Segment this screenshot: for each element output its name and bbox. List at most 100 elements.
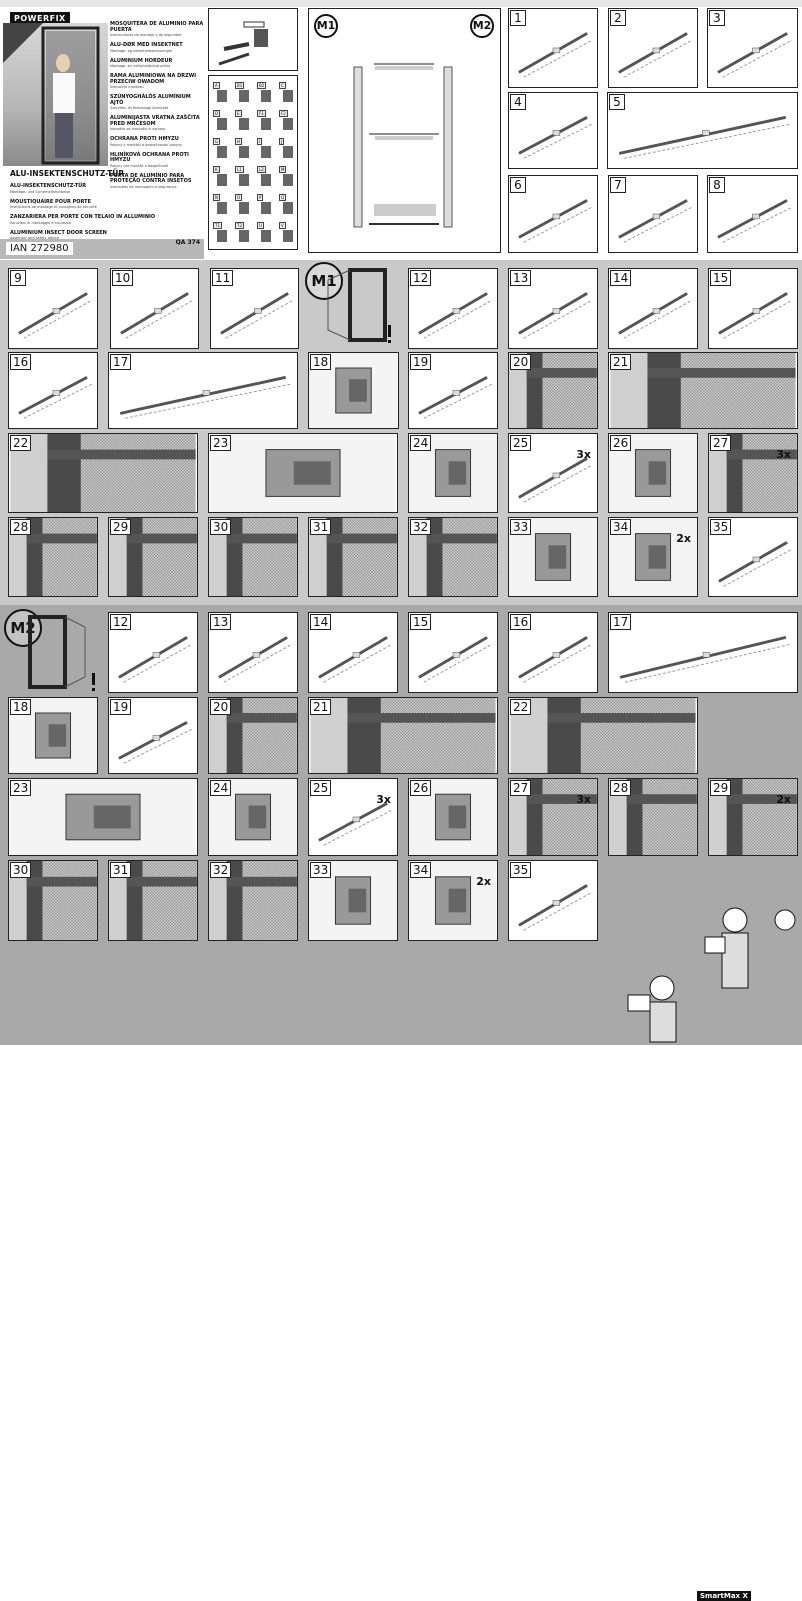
model-number: QA 374 <box>175 239 200 246</box>
step-number: 33 <box>510 519 532 535</box>
step-illustration <box>509 353 597 428</box>
step-illustration <box>118 636 193 683</box>
step-number: 21 <box>610 354 632 370</box>
language-title: ALUMINIUM HORDEUR <box>110 57 173 64</box>
step-panel: 11 <box>210 268 299 349</box>
quantity-label: 3x <box>576 448 591 461</box>
language-title: ALUMINIJASTA VRATNA ZAŠČITA PRED MRČESOM <box>110 115 200 127</box>
part-illustration <box>283 230 293 242</box>
step-illustration <box>518 199 593 243</box>
step-number: 13 <box>210 614 232 630</box>
step-panel: 22 <box>8 433 198 513</box>
step-illustration <box>618 115 791 159</box>
step-panel: 13 <box>208 612 298 693</box>
step-number: 19 <box>110 699 132 715</box>
step-illustration <box>709 434 797 512</box>
step-illustration <box>10 779 196 855</box>
step-number: 12 <box>110 614 132 630</box>
step-panel: 4 <box>508 92 598 169</box>
part-illustration <box>239 90 249 102</box>
step-number: 29 <box>110 519 132 535</box>
step-panel: 24 <box>208 778 298 856</box>
step-illustration <box>318 802 393 846</box>
part-illustration <box>261 202 271 214</box>
step-number: 18 <box>310 354 332 370</box>
step-number: 2 <box>610 10 626 26</box>
step-number: 1 <box>510 10 526 26</box>
part-illustration <box>261 174 271 186</box>
step-panel: 32 <box>208 860 298 941</box>
cover-title: ALU-INSEKTENSCHUTZ-TÜR <box>10 169 125 178</box>
part-label: L2 <box>257 166 266 173</box>
step-illustration <box>409 518 497 596</box>
step-number: 35 <box>510 862 532 878</box>
part-label: H <box>235 138 243 145</box>
step-illustration <box>18 292 93 339</box>
step-illustration <box>518 457 593 503</box>
step-number: 34 <box>610 519 632 535</box>
step-number: 22 <box>10 435 32 451</box>
frame-exploded-view <box>353 63 453 228</box>
quantity-label: 3x <box>576 793 591 806</box>
step-panel: 9 <box>8 268 98 349</box>
step-number: 28 <box>610 780 632 796</box>
step-panel: 14 <box>608 268 698 349</box>
step-panel: 5 <box>607 92 798 169</box>
step-number: 16 <box>10 354 32 370</box>
step-panel: 20 <box>208 697 298 774</box>
part-label: M <box>279 166 287 173</box>
step-illustration <box>717 199 793 243</box>
part-label: E <box>235 110 242 117</box>
step-panel: 14 <box>308 612 398 693</box>
part-label: L1 <box>235 166 244 173</box>
step-number: 30 <box>10 862 32 878</box>
language-subtitle: Szerelési- és biztonsági útmutató <box>110 106 169 110</box>
step-illustration <box>418 376 493 419</box>
step-number: 15 <box>410 614 432 630</box>
step-panel: 16 <box>508 612 598 693</box>
part-label: F1 <box>257 110 266 117</box>
step-panel: 6 <box>508 175 598 253</box>
brand-logo: POWERFIX <box>10 12 70 25</box>
language-subtitle: Pokyny k montáži a bezpečnostní pokyny <box>110 142 183 147</box>
language-subtitle: Navodila za montažo in varnost <box>110 127 166 131</box>
step-panel: 18 <box>308 352 399 429</box>
step-illustration <box>518 636 593 683</box>
step-number: 13 <box>510 270 532 286</box>
step-illustration <box>609 518 697 596</box>
language-title: RAMA ALUMINIOWA NA DRZWI PRZECIW OWADOM <box>110 73 197 85</box>
step-illustration <box>220 292 294 339</box>
step-number: 5 <box>609 94 625 110</box>
step-number: 18 <box>10 699 32 715</box>
step-illustration <box>618 32 693 78</box>
step-number: 17 <box>610 614 632 630</box>
step-panel: 1 <box>508 8 598 88</box>
part-label: Q <box>279 194 287 201</box>
part-illustration <box>217 202 227 214</box>
step-panel: 17 <box>608 612 798 693</box>
step-panel: 30 <box>8 860 98 941</box>
step-panel: 24 <box>408 433 498 513</box>
part-illustration <box>283 146 293 158</box>
part-label: C <box>279 82 286 89</box>
step-panel: 17 <box>108 352 298 429</box>
part-label: T1 <box>213 222 222 229</box>
language-title: ALU-INSEKTENSCHUTZ-TÜR <box>10 183 87 189</box>
step-panel: 15 <box>408 612 498 693</box>
step-panel: 28 <box>8 517 98 597</box>
quantity-label: 2x <box>776 793 791 806</box>
part-illustration <box>261 90 271 102</box>
step-illustration <box>518 884 593 931</box>
language-entry: PORTA DE ALUMÍNIO PARA PROTEÇÃO CONTRA I… <box>110 173 204 189</box>
step-number: 9 <box>10 270 26 286</box>
step-number: 14 <box>610 270 632 286</box>
step-illustration <box>109 518 197 596</box>
step-panel: 13 <box>508 268 598 349</box>
language-title: ALU-DØR MED INSEKTNET <box>110 42 183 48</box>
